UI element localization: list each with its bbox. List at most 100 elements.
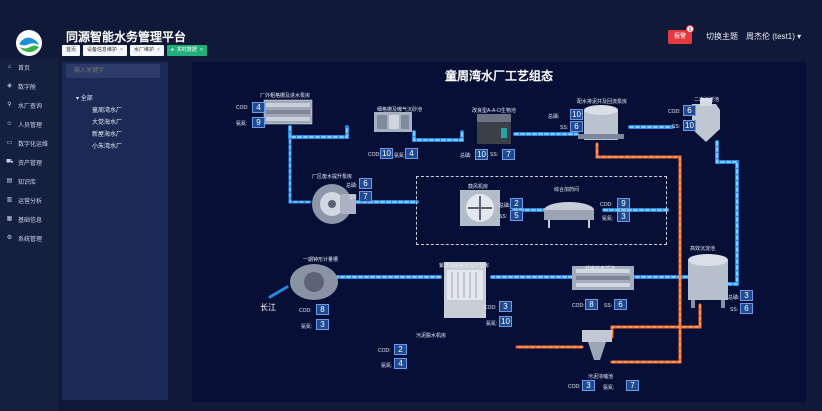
phosphorus-label: 总磷:: [548, 114, 560, 120]
sludge-pipe: [596, 143, 681, 363]
phosphorus-value: 3: [740, 290, 753, 301]
switch-theme-button[interactable]: 切换主题: [706, 32, 738, 41]
tree-item-plant[interactable]: 大觉海水厂: [92, 120, 123, 126]
phosphorus-label: 总磷:: [346, 183, 358, 189]
ss-value: 6: [740, 303, 753, 314]
unit-name-label: 污泥脱水机房: [416, 333, 447, 339]
sidebar-item-basic-info[interactable]: ▦基础信息: [6, 216, 43, 224]
phosphorus-value: 6: [359, 178, 372, 189]
cod-value: 8: [585, 299, 598, 310]
equip-uv-channel: [444, 262, 486, 318]
process-diagram: 童周湾水厂工艺组态: [192, 62, 806, 402]
nh-label: 氨氮:: [603, 385, 615, 391]
ss-label: SS:: [499, 214, 508, 220]
equip-secondary-clarifier: [692, 98, 720, 142]
nh-label: 氨氮:: [381, 363, 393, 369]
tree-item-plant[interactable]: 小朱湾水厂: [92, 144, 123, 150]
ss-value: 6: [570, 121, 583, 132]
unit-name-label: 二次沉淀池: [694, 97, 720, 103]
cod-label: COD:: [368, 152, 381, 158]
tree-item-plant[interactable]: 新屋海水厂: [92, 132, 123, 138]
close-icon[interactable]: ×: [199, 47, 203, 53]
sidebar-item-plant-query[interactable]: ⚲水厂查询: [7, 102, 43, 110]
tab-device-info[interactable]: 设备信息维护×: [83, 45, 127, 56]
flow-pipe: [268, 285, 289, 299]
sidebar-item-assets[interactable]: ⛟资产管理: [6, 159, 43, 167]
logo-icon: [16, 30, 42, 56]
flow-pipe: [412, 130, 464, 142]
equip-dosing-room: [544, 202, 594, 228]
unit-name-label: 细格栅及曝气沉砂池: [377, 107, 423, 113]
alarm-button[interactable]: 报警: [668, 30, 692, 44]
tree-root[interactable]: ▾ 全部: [76, 96, 93, 102]
cube-icon: ◈: [7, 83, 12, 89]
tab-bar: 首页 设备信息维护× 水厂维护× ●实时数据×: [58, 45, 207, 59]
cod-label: COD:: [299, 308, 312, 314]
sidebar-item-digital-ops[interactable]: ▭数字化运维: [6, 140, 49, 148]
user-menu[interactable]: 周杰伦 (test1) ▾: [746, 31, 801, 42]
river-label: 长江: [260, 303, 276, 312]
equip-wastewater-pump: [312, 184, 356, 224]
sidebar-item-digital-cabin[interactable]: ◈数字舱: [7, 83, 37, 91]
ss-value: 5: [510, 210, 523, 221]
sidebar-item-home[interactable]: ⌂首页: [7, 64, 31, 72]
equip-high-efficiency-clarifier: [688, 254, 728, 308]
person-icon: ☺: [6, 121, 13, 127]
unit-name-label: 厂外粗格栅及进水泵房: [260, 93, 311, 99]
sidebar-item-analytics[interactable]: ▥运营分析: [6, 197, 43, 205]
equip-distribution-well: [578, 105, 624, 140]
user-name: 周杰伦 (test1): [746, 32, 795, 41]
close-icon[interactable]: ×: [120, 47, 123, 53]
nh-value: 4: [405, 148, 418, 159]
top-bar: 同源智能水务管理平台 报警 8 切换主题 周杰伦 (test1) ▾: [58, 22, 822, 44]
tab-home[interactable]: 首页: [62, 45, 81, 56]
app-title: 同源智能水务管理平台: [66, 30, 187, 44]
cod-label: COD:: [668, 109, 681, 115]
cod-value: 8: [316, 304, 329, 315]
flow-pipe: [288, 132, 312, 204]
phosphorus-value: 10: [475, 149, 488, 160]
cod-value: 2: [394, 344, 407, 355]
nh-value: 3: [316, 319, 329, 330]
cod-value: 3: [499, 301, 512, 312]
phosphorus-label: 总磷:: [499, 203, 511, 209]
nh-value: 7: [626, 380, 639, 391]
sidebar-item-staff[interactable]: ☺人员管理: [6, 121, 43, 129]
flow-pipe: [716, 141, 738, 285]
nh-value: 4: [394, 358, 407, 369]
ss-value: 7: [359, 191, 372, 202]
grid-icon: ▦: [6, 216, 13, 222]
tab-plant-maintenance[interactable]: 水厂维护×: [129, 45, 164, 56]
unit-name-label: 纤维转盘滤池: [585, 266, 616, 272]
chevron-down-icon: ▾: [797, 32, 802, 41]
nh-value: 10: [499, 316, 512, 327]
cart-icon: ⛟: [6, 159, 14, 165]
ss-value: 6: [614, 299, 627, 310]
tree-item-plant[interactable]: 童周湾水厂: [92, 108, 123, 114]
phosphorus-label: 总磷:: [460, 153, 472, 159]
tab-realtime-data[interactable]: ●实时数据×: [166, 45, 207, 56]
sidebar: ⌂首页 ◈数字舱 ⚲水厂查询 ☺人员管理 ▭数字化运维 ⛟资产管理 ▤知识库 ▥…: [0, 58, 58, 411]
tree-search-input[interactable]: [66, 64, 160, 78]
unit-name-label: 改良型A-A-O生物池: [472, 108, 516, 114]
cod-label: COD:: [484, 305, 497, 311]
equip-blower: [460, 190, 500, 226]
nh-label: 氨氮:: [602, 216, 614, 222]
phosphorus-value: 2: [510, 198, 523, 209]
flow-pipes: [263, 98, 739, 364]
equip-sludge-dewatering: [582, 330, 612, 360]
sidebar-item-system[interactable]: ⚙系统管理: [6, 235, 43, 243]
unit-name-label: 一期钟形计量槽: [303, 257, 339, 263]
unit-name-label: 鼓风机房: [468, 184, 489, 190]
cod-value: 10: [380, 148, 393, 159]
cod-label: COD:: [378, 348, 391, 354]
diagram-title: 童周湾水厂工艺组态: [444, 69, 553, 83]
flow-pipe: [289, 133, 311, 203]
ss-label: SS:: [672, 124, 681, 130]
ss-label: SS:: [604, 303, 613, 309]
phosphorus-value: 10: [570, 109, 583, 120]
chart-icon: ▥: [6, 197, 13, 203]
settings-icon: ⚙: [6, 235, 13, 241]
close-icon[interactable]: ×: [156, 47, 160, 53]
sidebar-item-knowledge[interactable]: ▤知识库: [6, 178, 37, 186]
